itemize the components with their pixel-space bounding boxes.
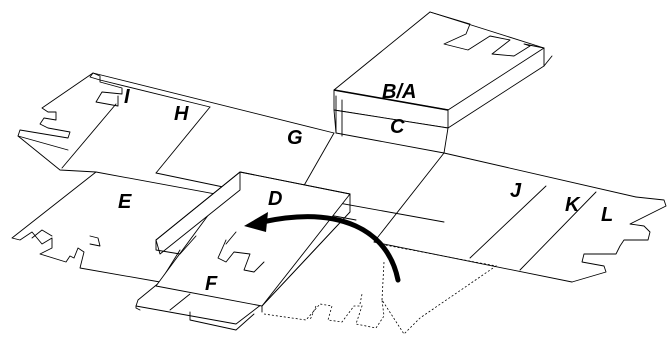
flap-f-tab [189,311,255,331]
label-panel-k: K [565,194,581,216]
panel-d-folding [155,171,351,313]
label-panel-e: E [118,191,132,213]
fold-direction-arrow [244,212,401,283]
fold-h-g [155,106,211,174]
label-panel-d: D [268,188,282,210]
label-panel-ba: B/A [382,81,416,103]
label-panel-h: H [174,103,189,125]
flap-l-outline [571,196,667,283]
label-panel-j: J [510,180,522,202]
fold-k-l [519,191,597,271]
panel-labels: I H G B/A C E D F J K L [118,81,613,295]
label-panel-g: G [287,127,303,149]
flap-i-outline [17,72,94,151]
arrow-head-icon [244,212,268,232]
d-notch [217,239,265,273]
label-panel-i: I [124,86,130,108]
fold-center-j [373,152,445,243]
fold-i-h [61,103,117,169]
label-panel-l: L [601,204,613,226]
ghost-flap-outline [263,243,498,335]
label-panel-f: F [205,273,218,295]
fold-j-k [469,185,547,259]
panel-e-outline [11,171,161,283]
label-panel-c: C [390,116,405,138]
panel-ba-raised [333,11,553,154]
